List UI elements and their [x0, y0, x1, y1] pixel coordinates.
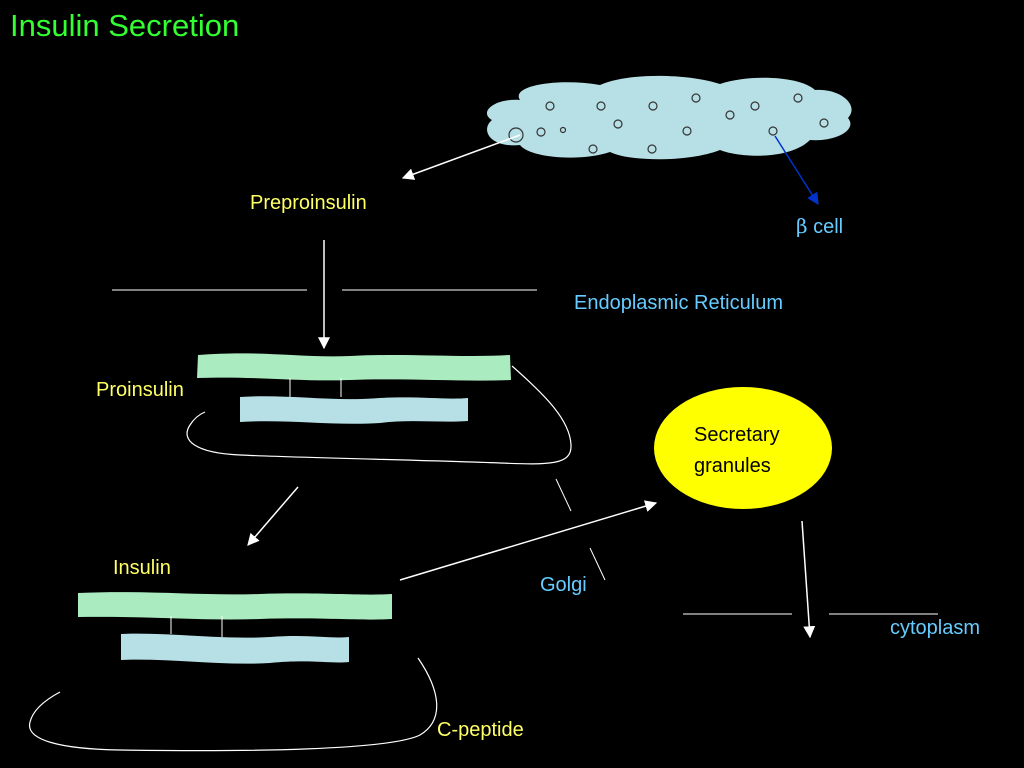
label-preproinsulin: Preproinsulin: [250, 192, 367, 214]
golgi-membrane-upper: [555, 478, 572, 512]
secretary-granule-ellipse: [654, 387, 832, 509]
arrow-to-beta-cell-label: [774, 135, 819, 206]
label-beta-cell: β cell: [796, 214, 843, 239]
label-golgi: Golgi: [540, 574, 587, 596]
granule-line-1: Secretary: [694, 424, 780, 446]
proinsulin-a-chain: [197, 353, 511, 381]
beta-cell-cloud: [486, 75, 852, 160]
granule-line-2: granules: [694, 455, 771, 477]
proinsulin-molecule: [186, 353, 572, 465]
cell-granule-dots: [508, 93, 829, 154]
arrow-cell-to-preproinsulin: [401, 134, 521, 180]
page-title: Insulin Secretion: [10, 8, 240, 43]
label-c-peptide: C-peptide: [437, 719, 524, 741]
proinsulin-c-peptide-loop: [186, 365, 572, 465]
label-proinsulin: Proinsulin: [96, 379, 184, 401]
c-peptide-loop: [29, 657, 438, 752]
proinsulin-b-chain: [240, 396, 468, 424]
insulin-molecule: [78, 592, 392, 664]
insulin-a-chain: [78, 592, 392, 620]
insulin-b-chain: [121, 633, 349, 664]
label-insulin: Insulin: [113, 557, 171, 579]
label-cytoplasm: cytoplasm: [890, 617, 981, 639]
arrow-proinsulin-to-insulin: [247, 486, 299, 546]
beta-cell-text: cell: [807, 216, 844, 238]
arrow-granules-to-cytoplasm: [801, 520, 816, 639]
beta-symbol: β: [796, 214, 808, 238]
label-endoplasmic-reticulum: Endoplasmic Reticulum: [574, 292, 783, 314]
label-secretary-granules: Secretary granules: [694, 420, 834, 482]
arrow-insulin-to-granules: [399, 500, 658, 581]
golgi-membrane-lower: [589, 547, 606, 581]
